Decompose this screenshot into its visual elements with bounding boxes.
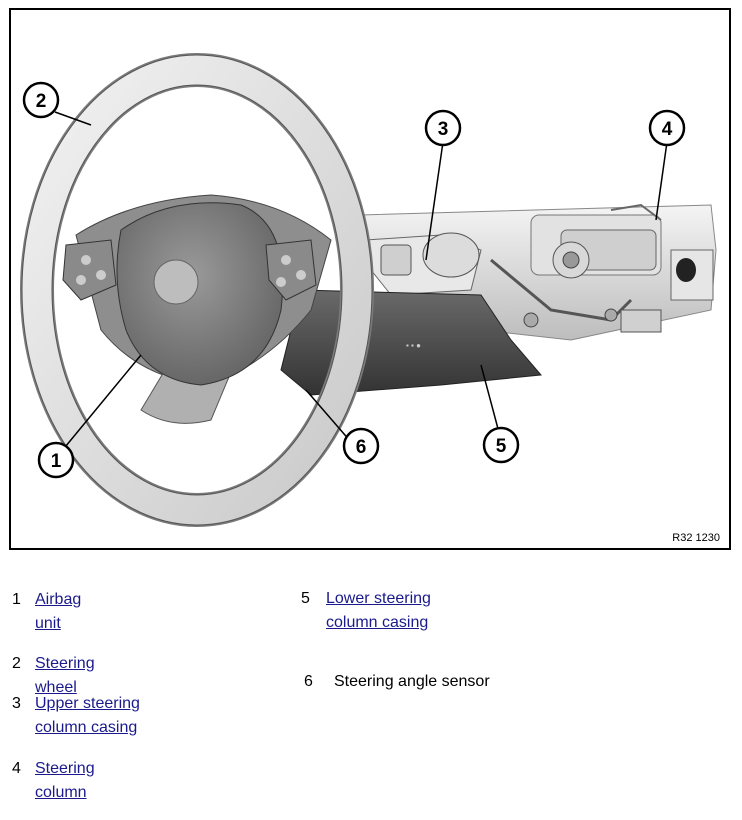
steering-wheel-shape [20, 53, 374, 527]
legend-number: 5 [301, 590, 310, 607]
legend-number: 3 [12, 695, 21, 712]
callout-5: 5 [482, 426, 520, 464]
steering-diagram-illustration: ▪ ▪ ● [20, 53, 717, 527]
legend-link-airbag-unit[interactable]: Airbag unit [35, 591, 82, 632]
legend-link-line: column [35, 784, 87, 801]
callout-2: 2 [22, 81, 60, 119]
callout-4: 4 [648, 109, 686, 147]
callout-5-label: 5 [496, 436, 507, 457]
legend-number: 2 [12, 655, 21, 672]
legend-link-upper-casing[interactable]: Upper steering column casing [35, 692, 140, 740]
legend-link-line: column casing [326, 614, 429, 631]
upper-casing-shape [365, 232, 482, 296]
callout-3-label: 3 [438, 119, 449, 140]
figure-reference: R32 1230 [672, 532, 720, 544]
svg-text:▪ ▪ ●: ▪ ▪ ● [406, 341, 421, 350]
legend-link-lower-casing[interactable]: Lower steering column casing [326, 587, 431, 635]
callout-1-label: 1 [51, 451, 62, 472]
legend-number: 1 [12, 591, 21, 608]
legend-item-4: 4 Steering column [12, 757, 192, 807]
legend-text-steering-angle-sensor: Steering angle sensor [334, 673, 490, 690]
legend-link-steering-wheel[interactable]: Steering wheel [35, 655, 95, 696]
callout-4-label: 4 [662, 119, 673, 140]
legend-link-line: Lower steering [326, 590, 431, 607]
callout-6: 6 [342, 427, 380, 465]
callout-6-label: 6 [356, 437, 367, 458]
legend-number: 6 [304, 673, 313, 690]
airbag-pad-shape [116, 202, 284, 386]
legend-link-line: Upper steering [35, 695, 140, 712]
legend-link-line: column casing [35, 719, 138, 736]
legend-item-3: 3 Upper steering column casing [12, 692, 192, 742]
steering-diagram-figure: ▪ ▪ ● [9, 8, 731, 550]
legend-number: 4 [12, 760, 21, 777]
callout-3: 3 [424, 109, 462, 147]
legend-link-line: Steering [35, 760, 95, 777]
callout-2-label: 2 [36, 91, 47, 112]
legend-item-5: 5 Lower steering column casing [301, 587, 501, 637]
callout-1: 1 [37, 441, 75, 479]
legend-link-steering-column[interactable]: Steering column [35, 757, 95, 805]
